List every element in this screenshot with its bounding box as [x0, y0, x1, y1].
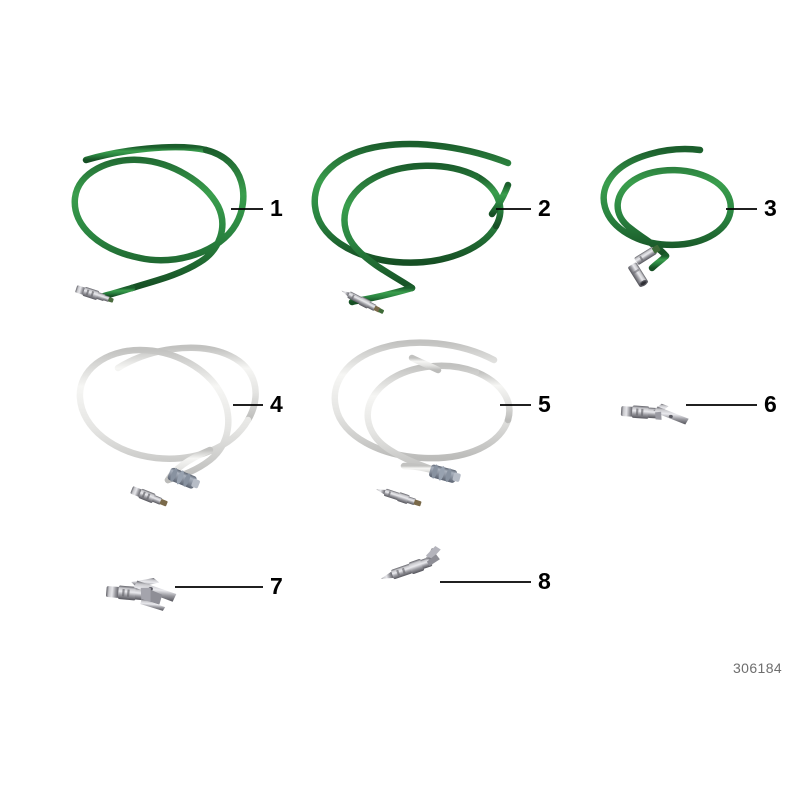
part-4-white-cable: [76, 344, 259, 507]
part-6-contact: [620, 403, 689, 425]
part-5-seal: [429, 464, 461, 483]
drawing-id-number: 306184: [733, 660, 783, 676]
part-3-terminal: [628, 244, 661, 287]
part-4-wire: [76, 344, 259, 484]
part-3-wire: [600, 145, 734, 272]
part-8-contact: [380, 546, 441, 580]
callout-number-6: 6: [764, 391, 777, 417]
part-5-terminal: [376, 488, 422, 507]
part-2-wire: [311, 140, 512, 306]
callout-number-4: 4: [270, 391, 283, 417]
callout-number-7: 7: [270, 573, 283, 599]
part-2-terminal: [341, 290, 384, 314]
part-1-wire: [71, 143, 247, 300]
part-1-terminal: [75, 285, 114, 303]
callout-number-8: 8: [538, 568, 551, 594]
part-5-wire: [331, 339, 513, 478]
part-1-green-cable: [71, 143, 247, 303]
callout-number-3: 3: [764, 195, 777, 221]
part-4-seal: [167, 467, 200, 489]
callout-number-1: 1: [270, 195, 283, 221]
part-3-green-cable: [600, 145, 734, 287]
part-5-white-cable: [331, 339, 513, 507]
leader-lines: [175, 208, 757, 588]
callout-number-5: 5: [538, 391, 551, 417]
part-2-green-cable: [311, 140, 512, 314]
part-7-contact: [105, 578, 177, 611]
part-4-terminal: [130, 486, 168, 507]
callout-number-2: 2: [538, 195, 551, 221]
